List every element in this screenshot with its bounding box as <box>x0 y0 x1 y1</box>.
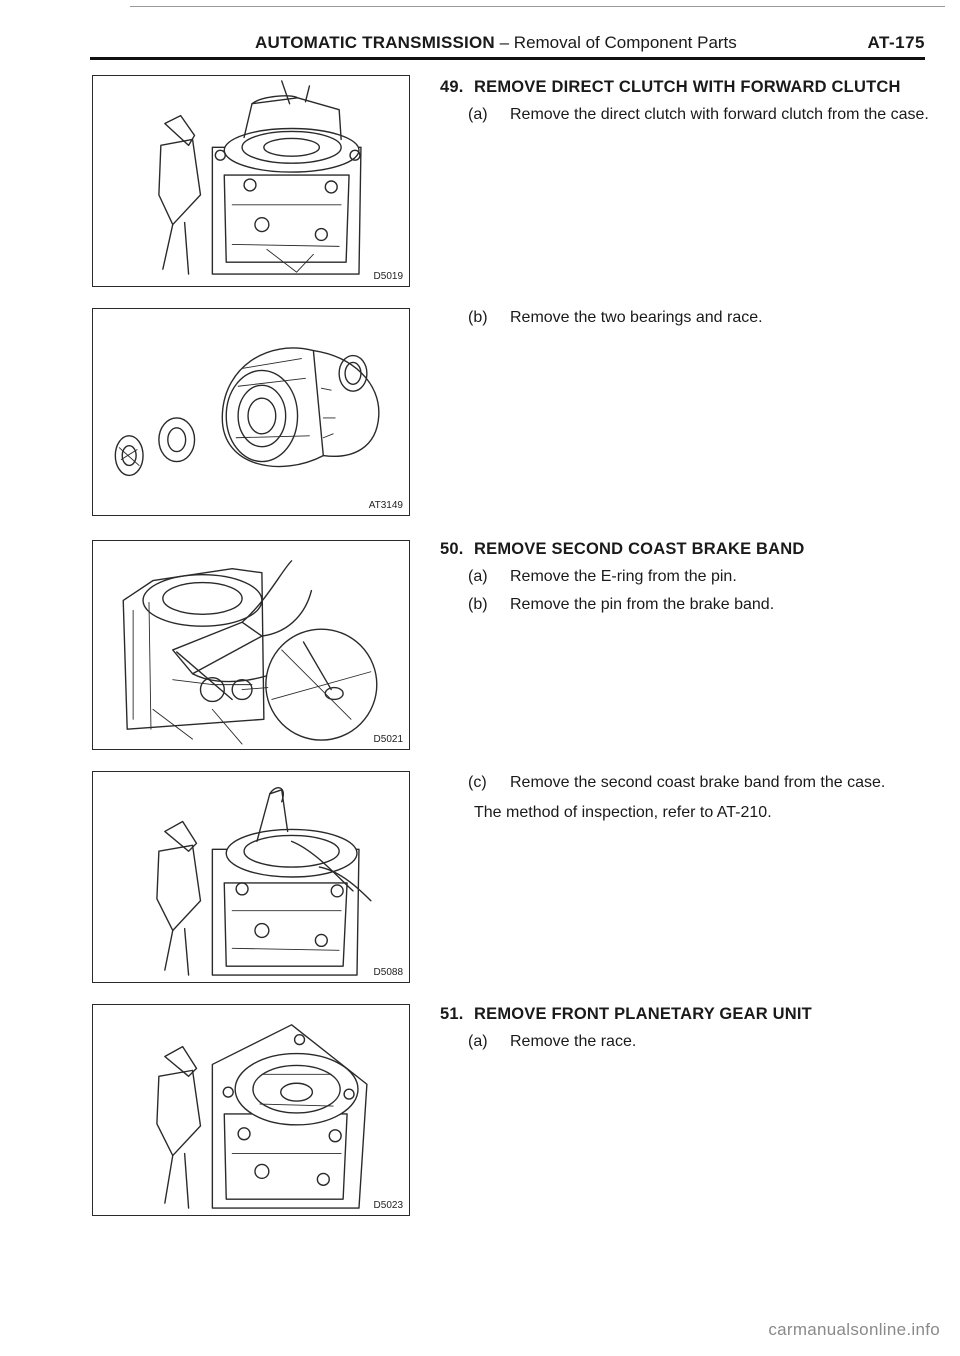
step-51: 51. REMOVE FRONT PLANETARY GEAR UNIT (a) … <box>440 1005 930 1052</box>
step-49-b: (b) Remove the two bearings and race. <box>440 307 930 328</box>
substep-text: Remove the direct clutch with forward cl… <box>510 106 929 123</box>
planetary-race-illustration <box>156 1024 368 1209</box>
clutch-bearings-illustration <box>114 347 380 477</box>
figure-d5023: D5023 <box>92 1004 410 1216</box>
substep-label: (b) <box>468 309 488 326</box>
header-title-sub: – Removal of Component Parts <box>494 33 737 52</box>
substep-a: (a) Remove the race. <box>440 1031 930 1052</box>
substep-label: (b) <box>468 596 488 613</box>
step-number: 49. <box>440 78 464 96</box>
figure-d5088: D5088 <box>92 771 410 983</box>
substep-c: (c) Remove the second coast brake band f… <box>440 772 930 793</box>
figure-code: D5088 <box>373 967 403 978</box>
page-header: AUTOMATIC TRANSMISSION – Removal of Comp… <box>90 33 925 61</box>
figure-code: AT3149 <box>368 500 403 511</box>
step-heading: 50. REMOVE SECOND COAST BRAKE BAND <box>440 540 930 559</box>
header-title-main: AUTOMATIC TRANSMISSION <box>255 33 495 52</box>
substep-label: (a) <box>468 568 488 585</box>
figure-at3149: AT3149 <box>92 308 410 516</box>
step-49: 49. REMOVE DIRECT CLUTCH WITH FORWARD CLU… <box>440 78 930 125</box>
header-title: AUTOMATIC TRANSMISSION – Removal of Comp… <box>255 33 737 53</box>
substep-label: (a) <box>468 106 488 123</box>
step-title: REMOVE SECOND COAST BRAKE BAND <box>474 540 805 558</box>
substep-label: (a) <box>468 1033 488 1050</box>
substep-text: Remove the two bearings and race. <box>510 309 763 326</box>
substep-text: Remove the race. <box>510 1033 637 1050</box>
brake-band-removal-illustration <box>156 787 372 976</box>
step-heading: 49. REMOVE DIRECT CLUTCH WITH FORWARD CLU… <box>440 78 930 97</box>
substep-text: Remove the pin from the brake band. <box>510 596 775 613</box>
transmission-illustration <box>158 80 362 275</box>
figure-code: D5021 <box>373 734 403 745</box>
figure-d5019: D5019 <box>92 75 410 287</box>
inspection-note: The method of inspection, refer to AT-21… <box>474 804 772 821</box>
step-number: 51. <box>440 1005 464 1023</box>
substep-b: (b) Remove the two bearings and race. <box>440 307 930 328</box>
step-50: 50. REMOVE SECOND COAST BRAKE BAND (a) Re… <box>440 540 930 615</box>
page-number: AT-175 <box>867 33 925 52</box>
footer-watermark: carmanualsonline.info <box>768 1320 940 1339</box>
figure-d5021: D5021 <box>92 540 410 750</box>
header-rule <box>90 57 925 60</box>
figure-code: D5019 <box>373 271 403 282</box>
step-50-c: (c) Remove the second coast brake band f… <box>440 772 930 823</box>
figure-code: D5023 <box>373 1200 403 1211</box>
step-heading: 51. REMOVE FRONT PLANETARY GEAR UNIT <box>440 1005 930 1024</box>
substep-text: Remove the second coast brake band from … <box>510 774 886 791</box>
substep-text: Remove the E-ring from the pin. <box>510 568 737 585</box>
substep-a: (a) Remove the direct clutch with forwar… <box>440 104 930 125</box>
substep-label: (c) <box>468 774 487 791</box>
substep-b: (b) Remove the pin from the brake band. <box>440 594 930 615</box>
step-number: 50. <box>440 540 464 558</box>
step-title: REMOVE DIRECT CLUTCH WITH FORWARD CLUTCH <box>474 78 901 96</box>
step-title: REMOVE FRONT PLANETARY GEAR UNIT <box>474 1005 812 1023</box>
substep-a: (a) Remove the E-ring from the pin. <box>440 566 930 587</box>
brake-band-pin-illustration <box>122 560 378 745</box>
top-rule <box>130 6 945 7</box>
